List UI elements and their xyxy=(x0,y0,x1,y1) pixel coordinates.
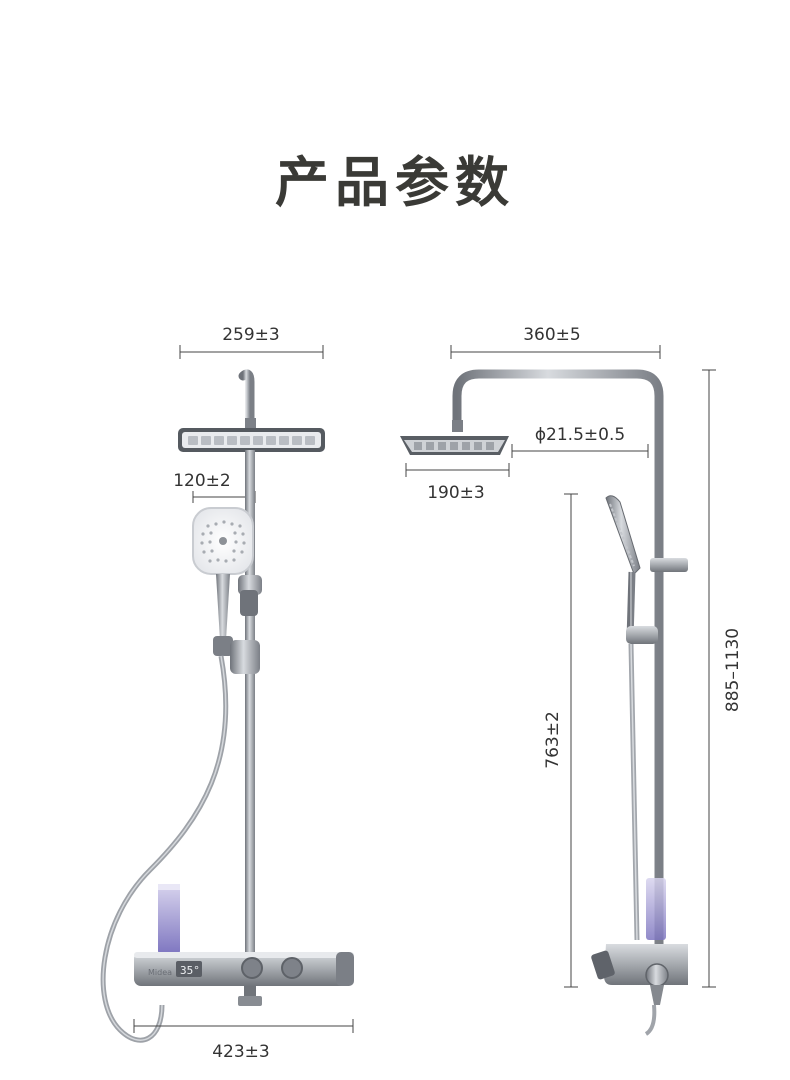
dim-arm-reach: 360±5 xyxy=(450,325,661,359)
dim-head-depth: 190±3 xyxy=(405,463,510,503)
slide-bracket xyxy=(230,640,260,674)
hand-shower-side xyxy=(605,495,641,641)
dim-base-width: 423±3 xyxy=(133,1019,354,1062)
dim-label-base-width: 423±3 xyxy=(212,1042,270,1062)
hand-shower-front xyxy=(192,507,254,656)
mixer-bar-side xyxy=(591,944,688,1036)
dim-label-head-depth: 190±3 xyxy=(427,483,485,503)
mixer-bar-front: Midea 35° xyxy=(134,952,354,986)
rain-shower-head-side xyxy=(400,436,509,455)
rail-clamp-side xyxy=(650,558,688,572)
arm-joint xyxy=(245,418,256,432)
page-title: 产品参数 xyxy=(275,151,515,214)
dim-label-top-head-width: 259±3 xyxy=(222,325,280,345)
bottle-front xyxy=(158,884,180,954)
slide-holder-clamp xyxy=(240,590,258,616)
top-arm xyxy=(238,369,255,435)
bottle-side xyxy=(646,878,666,940)
dim-hand-offset: 120±2 xyxy=(173,471,256,503)
side-view: 360±5 ϕ21.5±0.5 190±3 xyxy=(400,325,743,1036)
dim-bracket-height: 763±2 xyxy=(543,493,578,988)
brand-logo: Midea xyxy=(148,968,172,977)
dim-pipe-diameter: ϕ21.5±0.5 xyxy=(511,425,649,458)
dim-label-bracket-height: 763±2 xyxy=(543,711,563,769)
overhead-arm-side xyxy=(452,369,664,960)
slide-bracket-side xyxy=(626,626,658,644)
dim-top-head-width: 259±3 xyxy=(179,325,324,359)
temperature-display: 35° xyxy=(180,964,200,977)
front-view: 259±3 120±2 xyxy=(100,325,354,1062)
dim-label-pipe-diameter: ϕ21.5±0.5 xyxy=(535,425,625,445)
dim-label-total-height: 885–1130 xyxy=(723,628,743,712)
knob-left[interactable] xyxy=(241,957,263,979)
dim-total-height: 885–1130 xyxy=(702,369,743,988)
dim-label-arm-reach: 360±5 xyxy=(523,325,581,345)
rain-shower-head-front xyxy=(178,428,325,452)
knob-right[interactable] xyxy=(281,957,303,979)
dim-label-hand-offset: 120±2 xyxy=(173,471,231,491)
main-pipe-front xyxy=(245,450,255,960)
